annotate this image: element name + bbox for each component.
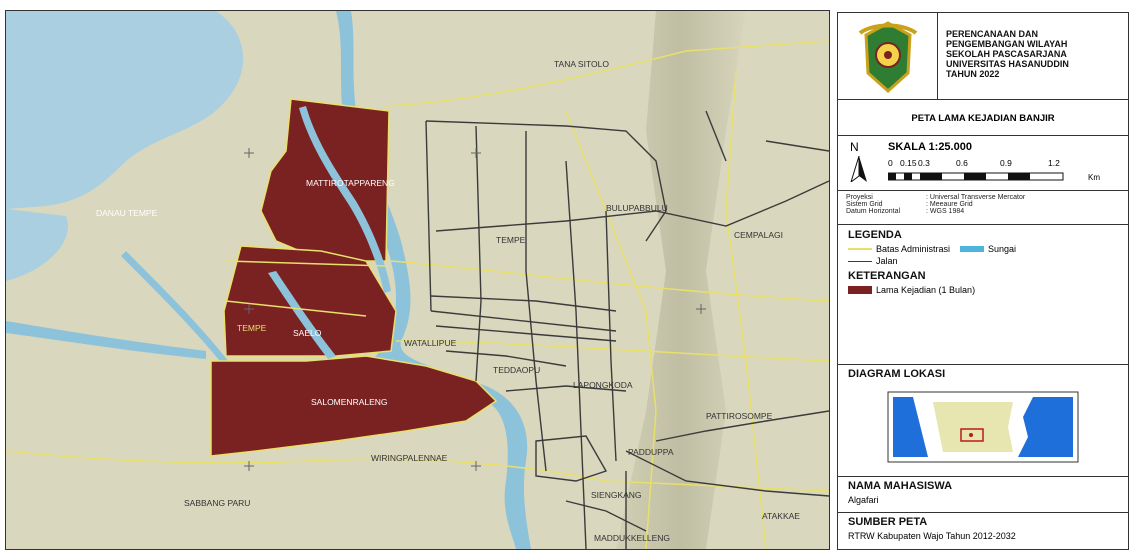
proj-key: Sistem Grid [846,201,883,208]
label-sabbang-paru: SABBANG PARU [184,498,250,508]
legend-admin: Batas Administrasi [876,244,951,254]
student-section: NAMA MAHASISWA Algafari [838,477,1128,513]
flood-area-north [260,98,390,262]
label-cempalagi: CEMPALAGI [734,230,783,240]
scale-tick: 1.2 [1048,158,1060,168]
proj-key: Datum Horizontal [846,208,901,215]
scale-tick-labels: 0 0.15 0.3 0.6 0.9 1.2 [888,158,1088,170]
river-branch [6,321,206,359]
label-tana-sitolo: TANA SITOLO [554,59,609,69]
proj-value: : Universal Transverse Mercator [926,194,1026,201]
road-swatch [848,260,872,262]
keterangan-title: KETERANGAN [848,270,926,282]
proj-value: : WGS 1984 [926,208,965,215]
map-title: PETA LAMA KEJADIAN BANJIR [911,113,1055,124]
map-frame: TANA SITOLO DANAU TEMPE MATTIROTAPPARENG… [5,10,830,550]
legend-section: LEGENDA Batas Administrasi Sungai Jalan … [838,225,1128,365]
road-network [425,110,829,549]
title-line: UNIVERSITAS HASANUDDIN [946,59,1069,69]
legend-river: Sungai [988,244,1017,254]
scale-tick: 0.9 [1000,158,1012,168]
label-maddukkelleng: MADDUKKELLENG [594,533,670,543]
title-line: TAHUN 2022 [946,69,1000,79]
nama-value: Algafari [848,495,879,505]
keterangan-item: Lama Kejadian (1 Bulan) [876,285,976,295]
label-wiringpalennae: WIRINGPALENNAE [371,453,448,463]
title-line: PENGEMBANGAN WILAYAH [946,39,1068,49]
title-line: PERENCANAAN DAN [946,29,1039,39]
river-branch-2 [121,251,236,375]
grid-marks [244,148,706,471]
label-atakkae: ATAKKAE [762,511,800,521]
scale-tick: 0.6 [956,158,968,168]
label-danau-tempe: DANAU TEMPE [96,208,158,218]
map-info-panel: PERENCANAAN DAN PENGEMBANGAN WILAYAH SEK… [837,12,1129,550]
label-lapongkoda: LAPONGKODA [573,380,633,390]
river-inner [268,271,336,359]
label-padduppa: PADDUPPA [628,447,674,457]
flood-area-south [210,355,498,457]
legend-road: Jalan [876,256,898,266]
scale-unit: Km [1088,173,1100,182]
scale-section: N SKALA 1:25.000 0 0.15 0.3 0.6 0.9 1.2 … [838,136,1128,191]
legend-title: LEGENDA [848,229,902,241]
institution-title: PERENCANAAN DAN PENGEMBANGAN WILAYAH SEK… [946,29,1069,79]
projection-section: Proyeksi: Universal Transverse Mercator … [838,191,1128,225]
scale-tick: 0.15 [900,158,917,168]
proj-value: : Meeaure Grid [926,201,973,208]
label-saelo: SAELO [293,328,322,338]
flood-swatch [848,286,872,294]
admin-boundary-swatch [848,248,872,250]
label-tempe: TEMPE [496,235,526,245]
nama-title: NAMA MAHASISWA [848,480,953,492]
lake-area [6,11,244,209]
river-through-flood [299,106,391,293]
label-tempe-yellow: TEMPE [237,323,267,333]
scale-tick: 0 [888,158,893,168]
north-arrow-icon [850,156,867,182]
diagram-title: DIAGRAM LOKASI [848,368,946,380]
title-line: SEKOLAH PASCASARJANA [946,49,1067,59]
lake-west [6,209,68,281]
header-section: PERENCANAAN DAN PENGEMBANGAN WILAYAH SEK… [838,13,1128,100]
river-swatch [960,246,985,252]
label-siengkang: SIENGKANG [591,490,642,500]
location-diagram [887,391,1079,463]
university-logo [838,13,938,100]
label-pattirosompe: PATTIROSOMPE [706,411,773,421]
map-title-section: PETA LAMA KEJADIAN BANJIR [838,100,1128,136]
proj-key: Proyeksi [846,194,873,201]
scale-bar [888,172,1064,181]
label-watallipue: WATALLIPUE [404,338,457,348]
sumber-value: RTRW Kabupaten Wajo Tahun 2012-2032 [848,531,1016,541]
source-section: SUMBER PETA RTRW Kabupaten Wajo Tahun 20… [838,513,1128,549]
scale-label: SKALA 1:25.000 [888,141,972,153]
label-mattirotappareng: MATTIROTAPPARENG [306,178,395,188]
label-bulupabbulu: BULUPABBULU [606,203,668,213]
diagram-section: DIAGRAM LOKASI [838,365,1128,477]
label-salomenraleng: SALOMENRALENG [311,397,388,407]
north-arrow-label: N [850,140,859,154]
scale-tick: 0.3 [918,158,930,168]
sumber-title: SUMBER PETA [848,516,928,528]
label-teddaopu: TEDDAOPU [493,365,540,375]
hill-ridge [616,11,746,549]
flood-area-middle [223,245,397,357]
